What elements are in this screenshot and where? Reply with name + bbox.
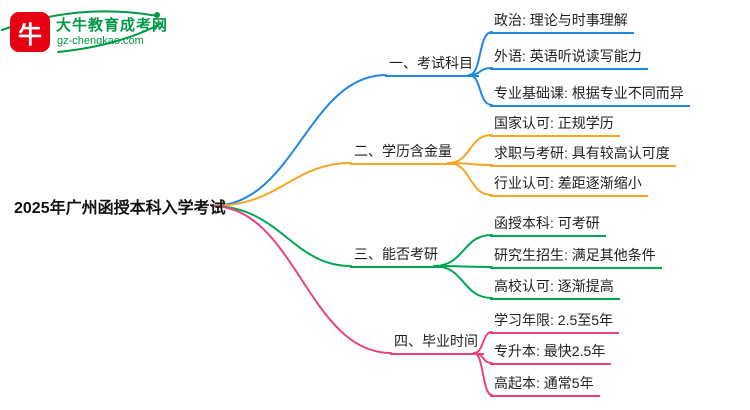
brand-leaf-dot (154, 12, 160, 18)
leaf-study-duration: 学习年限: 2.5至5年 (490, 310, 620, 334)
branch-postgrad-eligibility: 三、能否考研 (350, 244, 444, 268)
link-exam-major-course (468, 74, 493, 106)
link-root-exam-subjects (211, 74, 387, 207)
bull-logo-icon: 牛 (10, 12, 50, 52)
branch-degree-value: 二、学历含金量 (350, 141, 458, 165)
leaf-highschool-to-bachelor: 高起本: 通常5年 (490, 373, 600, 397)
leaf-industry-recognition: 行业认可: 差距逐渐缩小 (490, 173, 648, 197)
branch-graduation-time: 四、毕业时间 (390, 331, 484, 355)
leaf-university-recognition: 高校认可: 逐渐提高 (490, 276, 620, 300)
site-name: 大牛教育成考网 (56, 17, 169, 34)
brand-swoosh-bottom (57, 23, 161, 53)
leaf-foreign-language: 外语: 英语听说读写能力 (490, 46, 648, 70)
link-root-degree-value (211, 162, 352, 207)
leaf-correspondence-degree: 函授本科: 可考研 (490, 213, 606, 237)
link-value-industry (447, 162, 493, 196)
leaf-major-basic-course: 专业基础课: 根据专业不同而异 (490, 83, 690, 107)
link-root-postgrad (211, 205, 352, 267)
leaf-postgrad-admission: 研究生招生: 满足其他条件 (490, 245, 662, 269)
link-postgrad-university (433, 265, 493, 299)
leaf-job-and-postgrad: 求职与考研: 具有较高认可度 (490, 143, 676, 167)
mindmap-root-node: 2025年广州函授本科入学考试 (14, 200, 226, 217)
branch-exam-subjects: 一、考试科目 (385, 53, 479, 77)
leaf-college-to-bachelor: 专升本: 最快2.5年 (490, 341, 612, 365)
bull-logo-glyph: 牛 (18, 21, 42, 49)
leaf-politics: 政治: 理论与时事理解 (490, 10, 634, 34)
leaf-state-recognition: 国家认可: 正规学历 (490, 113, 620, 137)
site-domain: gz-chengkao.com (57, 35, 144, 47)
link-root-graduation (211, 205, 392, 354)
